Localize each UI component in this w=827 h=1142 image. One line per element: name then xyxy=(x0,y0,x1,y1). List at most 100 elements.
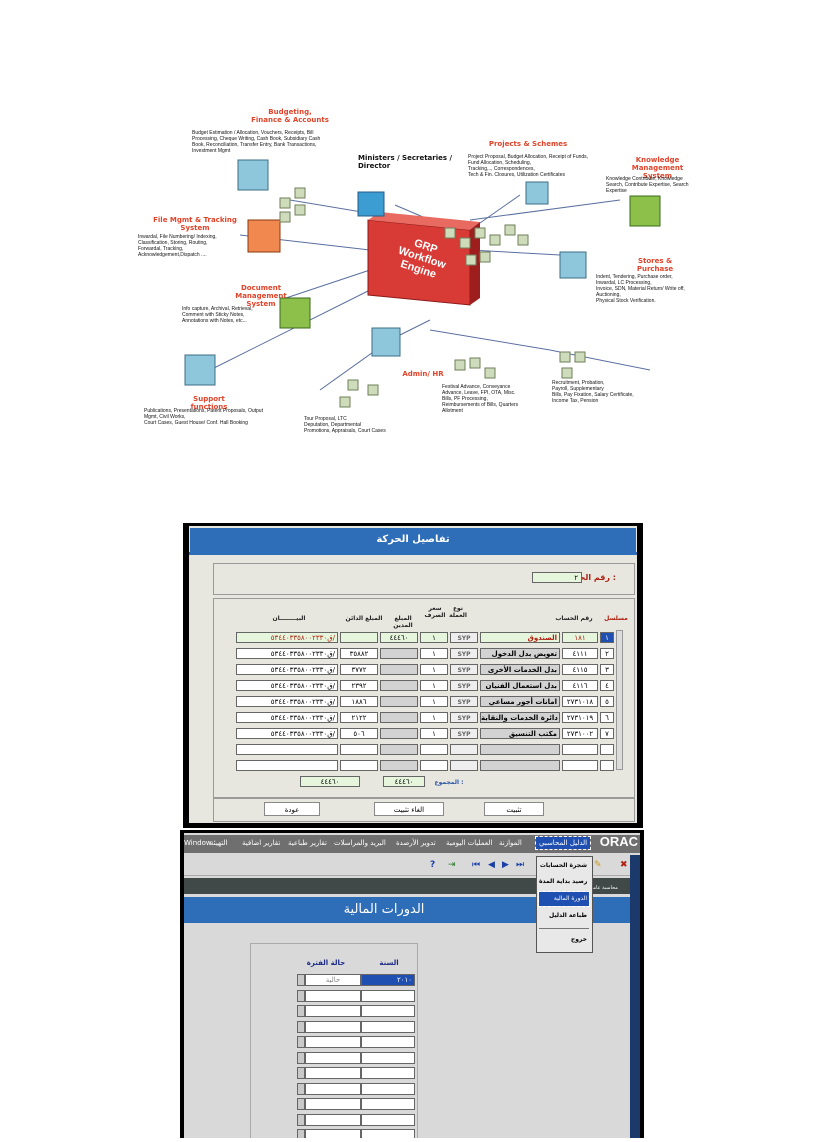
year-cell[interactable] xyxy=(361,1067,415,1079)
list-item[interactable] xyxy=(251,1050,417,1066)
menu-accounting-guide[interactable]: الدليل المحاسبي xyxy=(534,836,592,850)
account-name-cell[interactable] xyxy=(480,744,560,755)
account-cell[interactable]: ٤١١٥ xyxy=(562,664,598,675)
statement-cell[interactable] xyxy=(236,760,338,771)
edit-icon[interactable]: ✎ xyxy=(594,860,602,870)
currency-cell[interactable]: SYP xyxy=(450,648,478,659)
statement-cell[interactable]: ق٥٣٤٤٠٣٣٥٨٠٠٢٣٣٠/ xyxy=(236,632,338,643)
row-selector[interactable] xyxy=(297,1098,305,1110)
dropdown-accounts-tree[interactable]: شجرة الحسابات xyxy=(539,862,587,869)
row-selector[interactable] xyxy=(297,1113,305,1126)
rate-cell[interactable]: ١ xyxy=(420,664,448,675)
debit-cell[interactable] xyxy=(380,696,418,707)
status-cell[interactable] xyxy=(305,1098,361,1110)
row-selector[interactable] xyxy=(297,1036,305,1048)
debit-cell[interactable] xyxy=(380,664,418,675)
year-cell[interactable] xyxy=(361,1113,415,1126)
year-cell[interactable] xyxy=(361,1051,415,1064)
credit-cell[interactable]: ٢٣٩٢ xyxy=(340,680,378,691)
credit-cell[interactable]: ١٨٨٦ xyxy=(340,696,378,707)
movement-number-field[interactable]: ٢ xyxy=(532,572,582,583)
serial-cell[interactable]: ٣ xyxy=(600,664,614,675)
row-selector[interactable] xyxy=(297,974,305,986)
serial-cell[interactable]: ٢ xyxy=(600,648,614,659)
status-cell[interactable] xyxy=(305,1005,361,1017)
account-name-cell[interactable]: مكتب التنسيق xyxy=(480,728,560,739)
currency-cell[interactable] xyxy=(450,760,478,771)
status-cell[interactable] xyxy=(305,1067,361,1079)
rate-cell[interactable]: ١ xyxy=(420,728,448,739)
rate-cell[interactable]: ١ xyxy=(420,648,448,659)
year-cell[interactable] xyxy=(361,1020,415,1033)
serial-cell[interactable] xyxy=(600,760,614,771)
list-item[interactable] xyxy=(251,1065,417,1081)
account-name-cell[interactable]: تعويض بدل الدخول xyxy=(480,648,560,659)
debit-cell[interactable] xyxy=(380,728,418,739)
statement-cell[interactable]: ق٥٣٤٤٠٣٣٥٨٠٠٢٣٣٠/ xyxy=(236,680,338,691)
menu-mail[interactable]: البريد والمراسلات xyxy=(334,839,386,847)
account-name-cell[interactable]: امانات أجور مساعي xyxy=(480,696,560,707)
insert-icon[interactable]: ⇥ xyxy=(448,860,456,870)
account-name-cell[interactable]: بدل الخدمات الأخرى xyxy=(480,664,560,675)
status-cell[interactable]: حالية xyxy=(305,974,361,986)
currency-cell[interactable]: SYP xyxy=(450,680,478,691)
credit-cell[interactable]: ٣٥٨٨٢ xyxy=(340,648,378,659)
debit-cell[interactable]: ٤٤٤٦٠ xyxy=(380,632,418,643)
list-item[interactable] xyxy=(251,1019,417,1035)
currency-cell[interactable]: SYP xyxy=(450,664,478,675)
row-selector[interactable] xyxy=(297,1067,305,1079)
status-cell[interactable] xyxy=(305,1113,361,1126)
currency-cell[interactable] xyxy=(450,744,478,755)
first-record-icon[interactable]: ⏮ xyxy=(472,860,481,870)
serial-cell[interactable]: ٥ xyxy=(600,696,614,707)
year-cell[interactable] xyxy=(361,1098,415,1110)
row-selector[interactable] xyxy=(297,1020,305,1033)
row-selector[interactable] xyxy=(297,1051,305,1064)
credit-cell[interactable] xyxy=(340,744,378,755)
list-item[interactable] xyxy=(251,1112,417,1128)
account-name-cell[interactable]: دائرة الخدمات والنقابة xyxy=(480,712,560,723)
currency-cell[interactable]: SYP xyxy=(450,632,478,643)
account-cell[interactable]: ٢٧٣١٠٠٢ xyxy=(562,728,598,739)
statement-cell[interactable]: ق٥٣٤٤٠٣٣٥٨٠٠٢٣٣٠/ xyxy=(236,728,338,739)
currency-cell[interactable]: SYP xyxy=(450,696,478,707)
credit-cell[interactable] xyxy=(340,760,378,771)
row-selector[interactable] xyxy=(297,1082,305,1095)
year-cell[interactable] xyxy=(361,1036,415,1048)
debit-cell[interactable] xyxy=(380,712,418,723)
serial-cell[interactable]: ٧ xyxy=(600,728,614,739)
credit-cell[interactable] xyxy=(340,632,378,643)
currency-cell[interactable]: SYP xyxy=(450,728,478,739)
status-cell[interactable] xyxy=(305,989,361,1002)
statement-cell[interactable]: ق٥٣٤٤٠٣٣٥٨٠٠٢٣٣٠/ xyxy=(236,648,338,659)
rate-cell[interactable] xyxy=(420,744,448,755)
rate-cell[interactable]: ١ xyxy=(420,680,448,691)
account-name-cell[interactable]: الصندوق xyxy=(480,632,560,643)
account-cell[interactable] xyxy=(562,744,598,755)
rate-cell[interactable] xyxy=(420,760,448,771)
status-cell[interactable] xyxy=(305,1129,361,1138)
menu-window[interactable]: Window xyxy=(184,839,212,847)
account-name-cell[interactable] xyxy=(480,760,560,771)
list-item[interactable] xyxy=(251,1081,417,1097)
status-cell[interactable] xyxy=(305,1051,361,1064)
confirm-button[interactable]: تثبيت xyxy=(484,802,544,816)
back-button[interactable]: عودة xyxy=(264,802,320,816)
list-item[interactable] xyxy=(251,1034,417,1050)
dropdown-print-guide[interactable]: طباعة الدليل xyxy=(548,912,587,919)
statement-cell[interactable]: ق٥٣٤٤٠٣٣٥٨٠٠٢٣٣٠/ xyxy=(236,712,338,723)
list-item[interactable] xyxy=(251,1096,417,1112)
list-item[interactable] xyxy=(251,988,417,1004)
menu-setup[interactable]: التهيئة xyxy=(210,839,228,847)
credit-cell[interactable]: ٥٠٦ xyxy=(340,728,378,739)
year-cell[interactable] xyxy=(361,989,415,1002)
help-icon[interactable]: ? xyxy=(430,860,436,870)
menu-extra-reports[interactable]: تقارير اضافية xyxy=(242,839,281,847)
debit-cell[interactable] xyxy=(380,760,418,771)
status-cell[interactable] xyxy=(305,1020,361,1033)
